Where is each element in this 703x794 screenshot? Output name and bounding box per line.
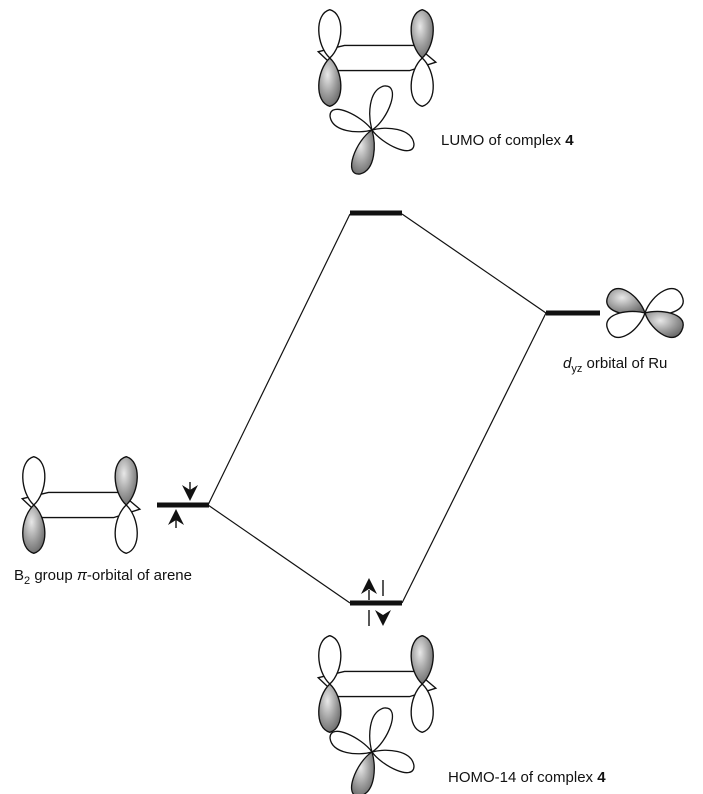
electron-pair-homo: [361, 578, 391, 626]
dyz-orbital-picture: [606, 287, 684, 339]
lumo-label: LUMO of complex 4: [441, 132, 574, 149]
dyz-label: dyz orbital of Ru: [563, 355, 668, 375]
homo-label: HOMO-14 of complex 4: [448, 769, 606, 786]
line-arene-to-lumo: [207, 213, 351, 506]
line-lumo-to-dyz: [401, 213, 547, 314]
arene-orbital-picture: [22, 457, 140, 554]
electron-pair-arene: [168, 482, 198, 528]
homo-orbital-picture: [318, 636, 436, 794]
correlation-lines: [207, 213, 547, 604]
line-homo-to-dyz: [401, 312, 547, 604]
arene-label: B2 group π-orbital of arene: [14, 567, 192, 587]
line-arene-to-homo: [207, 504, 351, 604]
lumo-orbital-picture: [318, 10, 436, 175]
energy-levels: [157, 210, 600, 606]
